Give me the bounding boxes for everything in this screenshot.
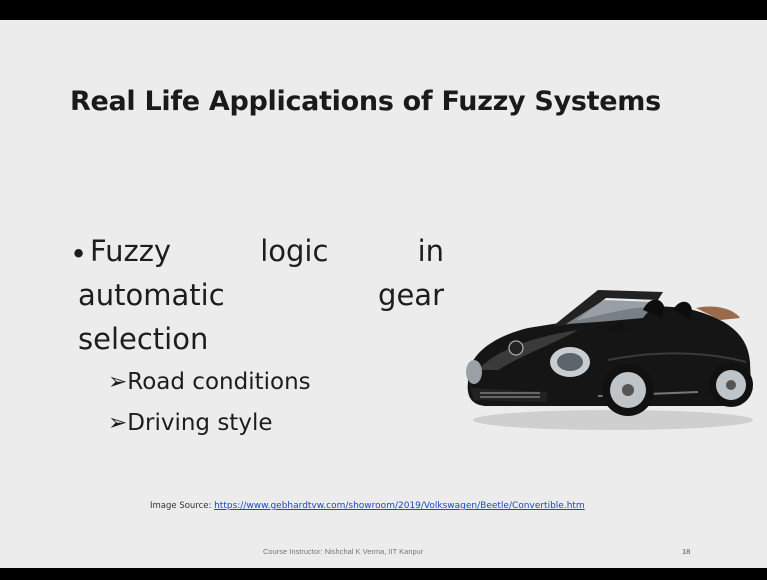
- car-image: [466, 290, 753, 430]
- bullet-line-2: automatic gear: [78, 278, 444, 312]
- bullet-word: gear: [378, 278, 444, 312]
- footer-instructor: Course Instructor: Nishchal K Verma, IIT…: [263, 547, 424, 556]
- image-source: Image Source: https://www.gebhardtvw.com…: [150, 501, 585, 511]
- bullet-word: in: [417, 234, 444, 268]
- image-source-label: Image Source:: [150, 501, 212, 511]
- sub-item-label: Road conditions: [127, 369, 311, 395]
- bullet-line-3: selection: [78, 322, 209, 356]
- sub-item-label: Driving style: [127, 410, 273, 436]
- arrow-marker-icon: ➢: [108, 369, 128, 395]
- image-source-link[interactable]: https://www.gebhardtvw.com/showroom/2019…: [214, 501, 585, 511]
- sub-item-road-conditions: ➢Road conditions: [108, 369, 311, 395]
- bullet-marker: •: [70, 237, 88, 271]
- sub-item-driving-style: ➢Driving style: [108, 410, 272, 436]
- slide: Real Life Applications of Fuzzy Systems …: [0, 20, 767, 568]
- bullet-word: logic: [260, 234, 329, 268]
- bullet-line-1: Fuzzy logic in: [90, 234, 444, 268]
- bullet-word: Fuzzy: [90, 234, 172, 268]
- bullet-word: automatic: [78, 278, 225, 312]
- arrow-marker-icon: ➢: [108, 410, 128, 436]
- slide-title: Real Life Applications of Fuzzy Systems: [70, 86, 661, 117]
- page-number: 18: [682, 547, 691, 556]
